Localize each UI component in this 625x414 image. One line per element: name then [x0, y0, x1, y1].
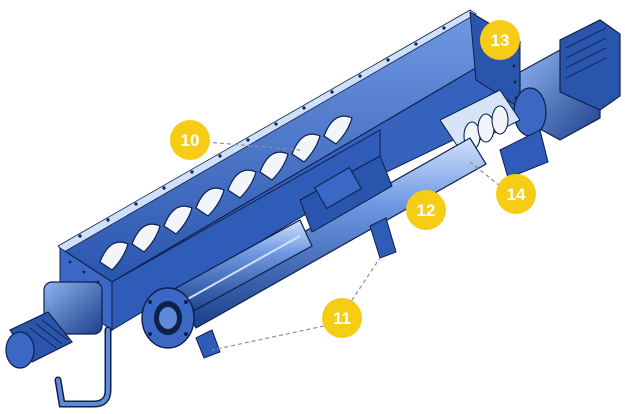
pump-stator [141, 219, 313, 359]
callout-12: 12 [406, 190, 446, 230]
pump-housing [179, 137, 487, 329]
leader-line-11b [211, 325, 325, 351]
right-drive-motor [499, 19, 621, 179]
callout-10: 10 [170, 120, 210, 160]
leader-lines [205, 141, 501, 351]
callout-10-label: 10 [181, 131, 200, 150]
callout-14-label: 14 [507, 185, 526, 204]
auger-screw [99, 115, 353, 271]
callout-14: 14 [496, 174, 536, 214]
leader-line-11a [339, 257, 381, 319]
callout-11-label: 11 [333, 309, 351, 328]
left-drive-motor [5, 281, 112, 408]
callout-13: 13 [480, 20, 520, 60]
callout-11: 11 [322, 298, 362, 338]
callout-13-label: 13 [491, 31, 510, 50]
callout-12-label: 12 [417, 201, 436, 220]
leader-line-10 [205, 141, 301, 151]
